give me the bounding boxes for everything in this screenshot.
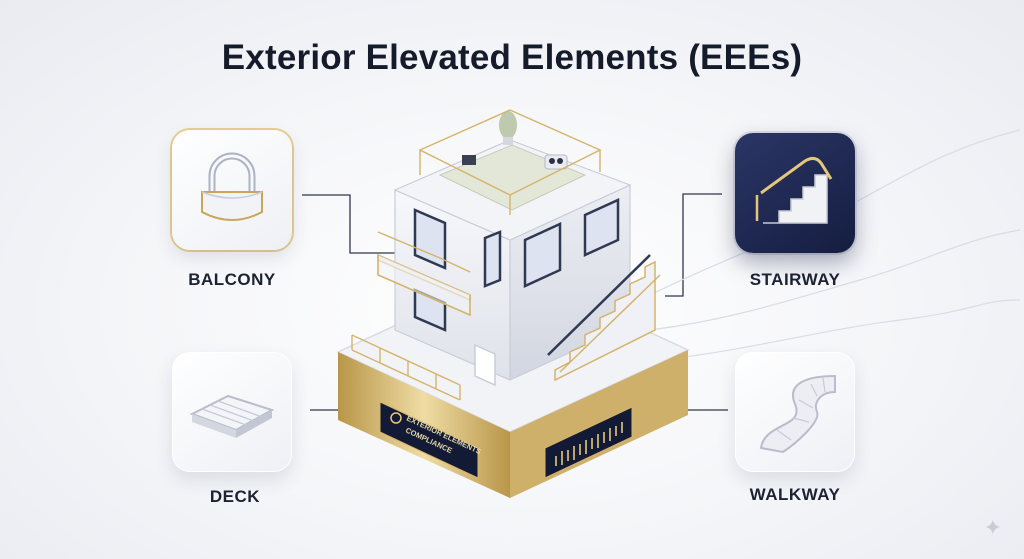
balcony-connector xyxy=(302,194,400,254)
page-title: Exterior Elevated Elements (EEEs) xyxy=(221,38,803,77)
balcony-label: BALCONY xyxy=(188,270,276,289)
walkway-label: WALKWAY xyxy=(749,485,841,504)
deck-railing xyxy=(351,334,461,401)
stairway-label: STAIRWAY xyxy=(749,270,841,289)
walkway-tile[interactable] xyxy=(735,352,855,472)
stairway-connector xyxy=(665,193,722,297)
meter-panel xyxy=(544,406,633,479)
deck-label: DECK xyxy=(209,487,261,506)
balcony-icon xyxy=(201,152,263,221)
right-windows xyxy=(483,198,620,288)
stairway-tile[interactable] xyxy=(735,133,855,253)
deck-tile[interactable] xyxy=(172,352,292,472)
stairway-icon xyxy=(755,156,833,224)
walkway-icon xyxy=(759,374,836,454)
building-balcony xyxy=(377,231,471,317)
deck-icon xyxy=(189,394,275,438)
badge-check-icon xyxy=(390,412,402,424)
roof-railing xyxy=(418,109,602,215)
balcony-tile[interactable] xyxy=(172,130,292,250)
sparkle-icon: ✦ xyxy=(983,515,1002,540)
left-windows xyxy=(413,208,447,332)
building-stairway xyxy=(547,254,661,382)
building-door xyxy=(474,343,496,387)
